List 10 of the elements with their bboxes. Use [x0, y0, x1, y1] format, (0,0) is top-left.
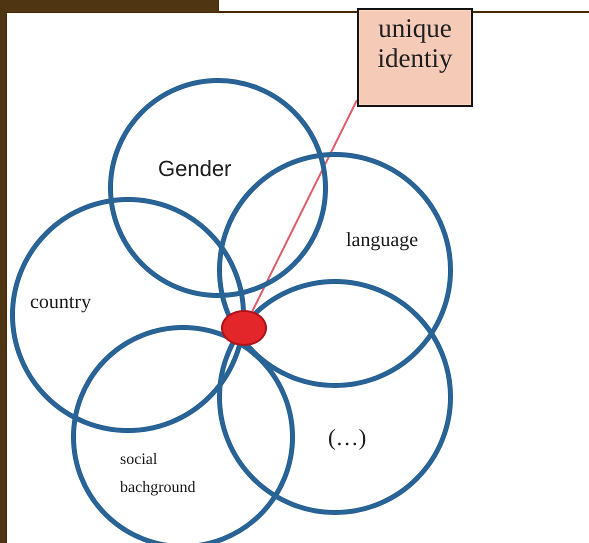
- callout-box: [357, 8, 473, 107]
- circle-label: country: [30, 290, 92, 314]
- intersection-dot: [221, 310, 267, 346]
- circle-label: social bachground: [120, 450, 197, 498]
- leader-line: [251, 100, 358, 312]
- circle-label: Gender: [158, 156, 232, 182]
- callout-text: unique identiy: [376, 14, 454, 75]
- circle: [108, 78, 328, 298]
- circle-label: (…): [328, 424, 366, 452]
- circle-label: language: [346, 228, 418, 252]
